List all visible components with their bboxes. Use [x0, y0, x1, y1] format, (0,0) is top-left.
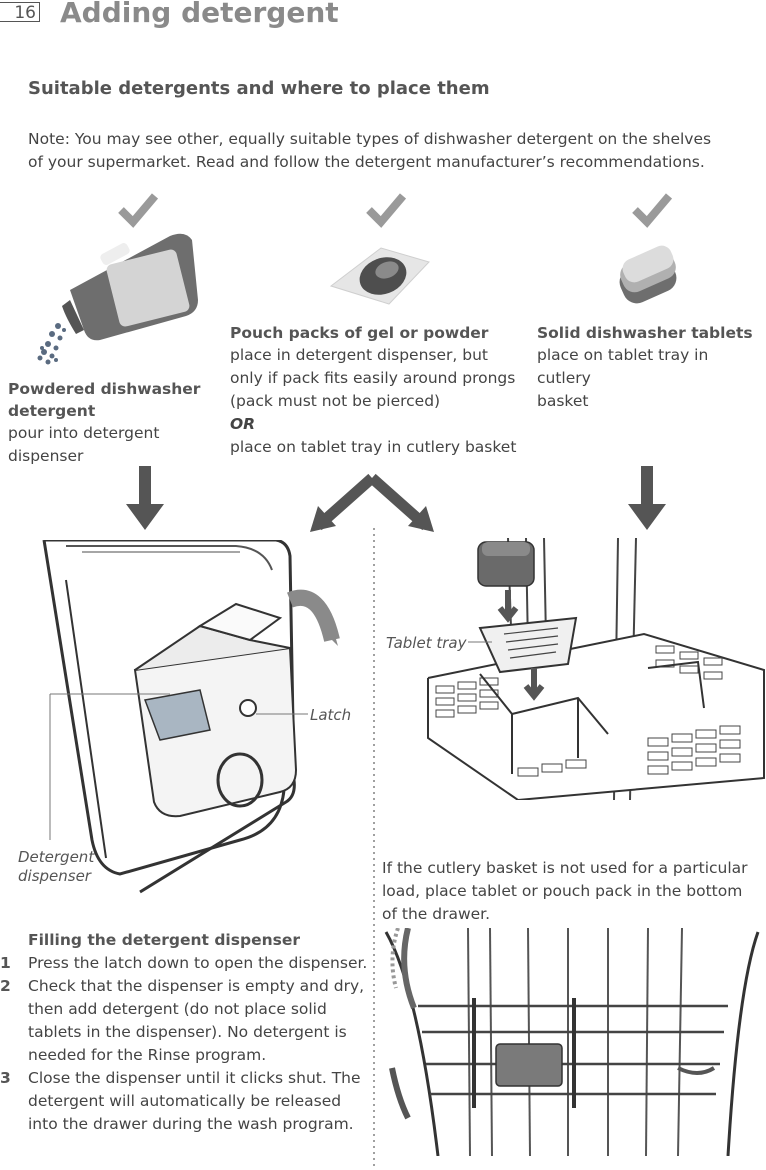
step-number: 2 — [0, 977, 11, 995]
step-item: 3 Close the dispenser until it clicks sh… — [0, 1067, 368, 1136]
arrow-down-icon — [628, 466, 666, 530]
option-title: Pouch packs of gel or powder — [230, 324, 489, 342]
step-text: Close the dispenser until it clicks shut… — [28, 1069, 361, 1133]
checkmark-icon — [118, 193, 158, 228]
latch-label: Latch — [310, 706, 352, 724]
note-text: Note: You may see other, equally suitabl… — [28, 130, 712, 171]
arrow-down-icon — [126, 466, 164, 530]
cutlery-basket-illustration — [427, 538, 765, 800]
option-tablet: Solid dishwasher tablets place on tablet… — [537, 322, 766, 413]
option-line: only if pack fits easily around prongs — [230, 369, 516, 387]
page-title: Adding detergent — [60, 0, 339, 29]
option-line: basket — [537, 392, 589, 410]
tablet-tray-label: Tablet tray — [386, 634, 467, 652]
step-item: 1 Press the latch down to open the dispe… — [0, 952, 368, 975]
option-powder: Powdered dishwasher detergent pour into … — [8, 378, 208, 468]
step-number: 1 — [0, 954, 11, 972]
detergent-dispenser-label: Detergent dispenser — [18, 848, 94, 886]
dispenser-illustration — [42, 540, 340, 894]
checkmark-icon — [632, 193, 672, 228]
label-line: dispenser — [18, 867, 91, 885]
option-line: dispenser — [8, 447, 84, 465]
option-line: pour into detergent — [8, 424, 160, 442]
filling-heading: Filling the detergent dispenser — [28, 931, 300, 949]
option-title: Powdered dishwasher detergent — [8, 380, 201, 420]
or-label: OR — [230, 415, 256, 433]
step-text: Press the latch down to open the dispens… — [28, 954, 368, 972]
divider — [373, 528, 375, 1170]
steps-list: 1 Press the latch down to open the dispe… — [0, 952, 368, 1136]
option-pouch: Pouch packs of gel or powder place in de… — [230, 322, 530, 459]
checkmark-icon — [366, 193, 406, 228]
step-item: 2 Check that the dispenser is empty and … — [0, 975, 368, 1067]
step-text: Check that the dispenser is empty and dr… — [28, 977, 365, 1064]
option-line: (pack must not be pierced) — [230, 392, 441, 410]
label-line: Detergent — [18, 848, 95, 866]
option-line: place in detergent dispenser, but — [230, 346, 488, 364]
split-arrow-icon — [310, 473, 434, 532]
cutlery-note: If the cutlery basket is not used for a … — [382, 859, 748, 923]
section-title: Suitable detergents and where to place t… — [28, 78, 490, 99]
pouch-pack-illustration — [329, 247, 430, 305]
option-line: place on tablet tray in cutlery — [537, 346, 709, 387]
option-title: Solid dishwasher tablets — [537, 324, 753, 342]
step-number: 3 — [0, 1069, 11, 1087]
powder-detergent-illustration — [37, 233, 198, 365]
option-line: place on tablet tray in cutlery basket — [230, 438, 517, 456]
tablet-illustration — [619, 245, 677, 304]
page-number: 16 — [0, 2, 40, 23]
drawer-illustration — [378, 928, 766, 1156]
filling-section: Filling the detergent dispenser 1 Press … — [0, 928, 368, 1136]
